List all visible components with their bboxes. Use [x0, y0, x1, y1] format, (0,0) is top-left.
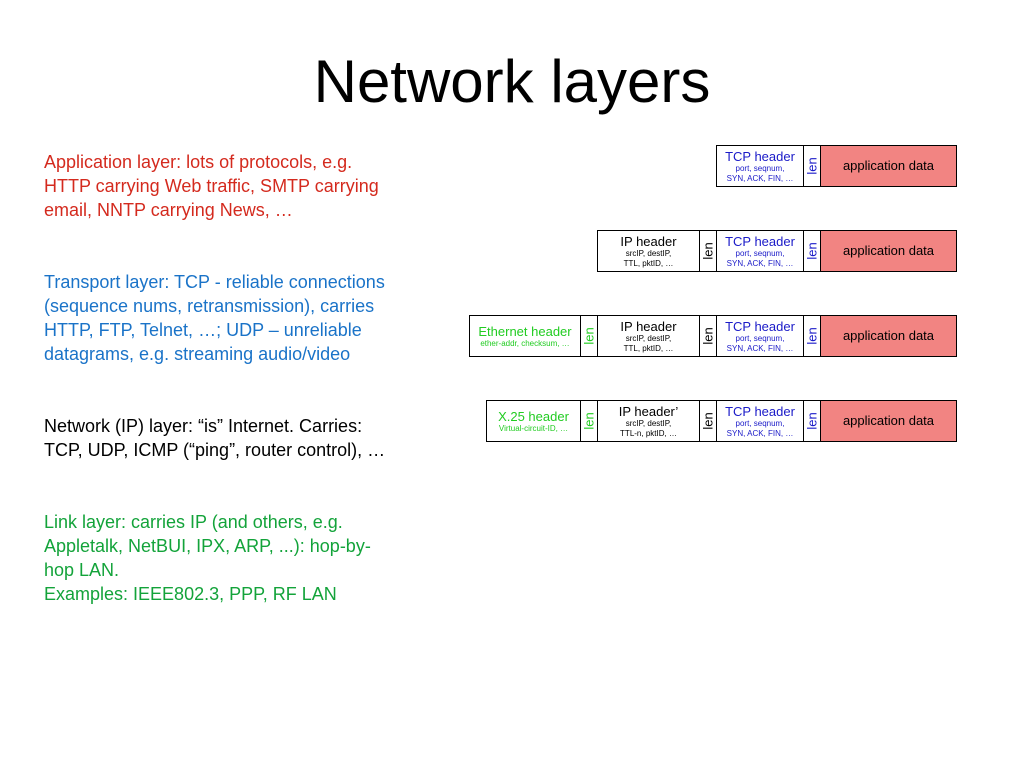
application-data-label: application data — [842, 413, 935, 428]
ip-len-box: len — [699, 400, 717, 442]
link-line-1: Link layer: carries IP (and others, e.g. — [44, 512, 343, 532]
tcp-header-fields-2: SYN, ACK, FIN, … — [726, 344, 794, 353]
tcp-len-box: len — [803, 400, 821, 442]
tcp-header-box: TCP header port, seqnum, SYN, ACK, FIN, … — [716, 230, 804, 272]
network-line-2: TCP, UDP, ICMP (“ping”, router control),… — [44, 440, 386, 460]
ip-header-label: IP header — [620, 319, 677, 334]
application-data-label: application data — [842, 158, 935, 173]
application-line-2: HTTP carrying Web traffic, SMTP carrying — [44, 176, 379, 196]
ethernet-header-label: Ethernet header — [478, 324, 572, 339]
ethernet-header-fields: ether-addr, checksum, … — [480, 339, 570, 348]
ethernet-header-box: Ethernet header ether-addr, checksum, … — [469, 315, 581, 357]
ip-len-label: len — [700, 327, 716, 345]
application-line-3: email, NNTP carrying News, … — [44, 200, 293, 220]
ethernet-len-label: len — [581, 327, 597, 345]
ip-header-fields-2: TTL, pktID, … — [623, 259, 674, 268]
tcp-header-fields-2: SYN, ACK, FIN, … — [726, 259, 794, 268]
tcp-len-label: len — [804, 327, 820, 345]
transport-line-2: (sequence nums, retransmission), carries — [44, 296, 375, 316]
link-line-3: hop LAN. — [44, 560, 120, 580]
application-data-box: application data — [820, 315, 957, 357]
application-data-label: application data — [842, 243, 935, 258]
tcp-len-box: len — [803, 145, 821, 187]
application-data-box: application data — [820, 230, 957, 272]
tcp-header-box: TCP header port, seqnum, SYN, ACK, FIN, … — [716, 315, 804, 357]
link-line-4: Examples: IEEE802.3, PPP, RF LAN — [44, 584, 337, 604]
x25-header-fields: Virtual-circuit-ID, … — [498, 424, 569, 433]
x25-header-label: X.25 header — [498, 409, 569, 424]
application-line-1: Application layer: lots of protocols, e.… — [44, 152, 353, 172]
tcp-header-fields-1: port, seqnum, — [735, 249, 785, 258]
link-layer-text: Link layer: carries IP (and others, e.g.… — [44, 510, 444, 606]
tcp-len-box: len — [803, 230, 821, 272]
ip-prime-header-fields-2: TTL-n, pktID, … — [620, 429, 677, 438]
x25-len-label: len — [581, 412, 597, 430]
ip-header-fields-1: srcIP, destIP, — [625, 334, 672, 343]
page-title: Network layers — [313, 48, 711, 115]
transport-line-3: HTTP, FTP, Telnet, …; UDP – unreliable — [44, 320, 362, 340]
tcp-header-fields-1: port, seqnum, — [735, 419, 785, 428]
ip-header-fields-1: srcIP, destIP, — [625, 249, 672, 258]
tcp-header-box: TCP header port, seqnum, SYN, ACK, FIN, … — [716, 400, 804, 442]
ip-header-box: IP header srcIP, destIP, TTL, pktID, … — [597, 230, 700, 272]
ip-header-box: IP header srcIP, destIP, TTL, pktID, … — [597, 315, 700, 357]
tcp-len-label: len — [804, 412, 820, 430]
tcp-header-fields-2: SYN, ACK, FIN, … — [726, 429, 794, 438]
tcp-header-label: TCP header — [725, 319, 795, 334]
ip-len-box: len — [699, 230, 717, 272]
application-layer-text: Application layer: lots of protocols, e.… — [44, 150, 444, 222]
tcp-header-fields-1: port, seqnum, — [735, 334, 785, 343]
tcp-header-label: TCP header — [725, 149, 795, 164]
tcp-header-box: TCP header port, seqnum, SYN, ACK, FIN, … — [716, 145, 804, 187]
transport-line-4: datagrams, e.g. streaming audio/video — [44, 344, 351, 364]
application-data-label: application data — [842, 328, 935, 343]
network-layer-text: Network (IP) layer: “is” Internet. Carri… — [44, 414, 444, 462]
ip-prime-header-box: IP header’ srcIP, destIP, TTL-n, pktID, … — [597, 400, 700, 442]
x25-len-box: len — [580, 400, 598, 442]
ip-header-label: IP header — [620, 234, 677, 249]
ethernet-len-box: len — [580, 315, 598, 357]
application-data-box: application data — [820, 145, 957, 187]
ip-prime-header-label: IP header’ — [618, 404, 679, 419]
application-data-box: application data — [820, 400, 957, 442]
tcp-header-label: TCP header — [725, 234, 795, 249]
x25-header-box: X.25 header Virtual-circuit-ID, … — [486, 400, 581, 442]
tcp-header-fields-1: port, seqnum, — [735, 164, 785, 173]
ip-len-box: len — [699, 315, 717, 357]
transport-line-1: Transport layer: TCP - reliable connecti… — [44, 272, 385, 292]
ip-prime-header-fields-1: srcIP, destIP, — [625, 419, 672, 428]
tcp-header-fields-2: SYN, ACK, FIN, … — [726, 174, 794, 183]
transport-layer-text: Transport layer: TCP - reliable connecti… — [44, 270, 444, 366]
link-line-2: Appletalk, NetBUI, IPX, ARP, ...): hop-b… — [44, 536, 371, 556]
network-line-1: Network (IP) layer: “is” Internet. Carri… — [44, 416, 363, 436]
ip-header-fields-2: TTL, pktID, … — [623, 344, 674, 353]
ip-len-label: len — [700, 412, 716, 430]
ip-len-label: len — [700, 242, 716, 260]
tcp-header-label: TCP header — [725, 404, 795, 419]
tcp-len-label: len — [804, 157, 820, 175]
tcp-len-box: len — [803, 315, 821, 357]
tcp-len-label: len — [804, 242, 820, 260]
